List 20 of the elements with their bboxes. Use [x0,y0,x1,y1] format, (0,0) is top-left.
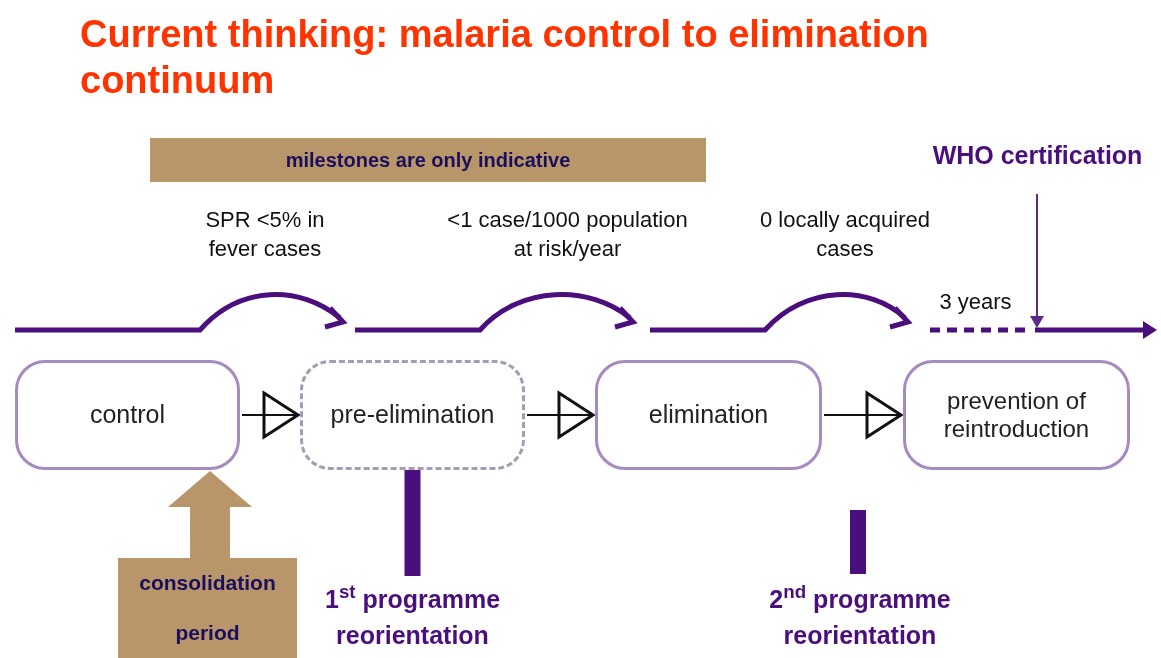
milestone-criterion: <1 case/1000 population at risk/year [446,206,689,263]
arrow [1030,193,1044,328]
milestone-criterion: 0 locally acquired cases [759,206,931,263]
duration-label: 3 years [938,288,1013,316]
period-box: consolidation period [118,558,297,658]
slide-title: Current thinking: malaria control to elimination continuum [80,12,930,103]
marker-bar [850,510,866,574]
arrow [526,391,595,439]
phase-box: elimination [595,360,822,470]
milestone-label: 2$^{nd}$ programme reorientation [735,576,985,658]
milestone-criterion: SPR <5% in fever cases [204,206,326,263]
dashed-phase-box: pre-elimination [300,360,525,470]
note-banner: milestones are only indicative [150,138,706,182]
phase-box: prevention of reintroduction [903,360,1130,470]
arrow [168,471,252,558]
arrow [823,391,903,439]
marker-bar [404,470,421,576]
arrow [241,391,300,439]
phase-box: control [15,360,240,470]
milestone-label: WHO certification [930,116,1145,194]
